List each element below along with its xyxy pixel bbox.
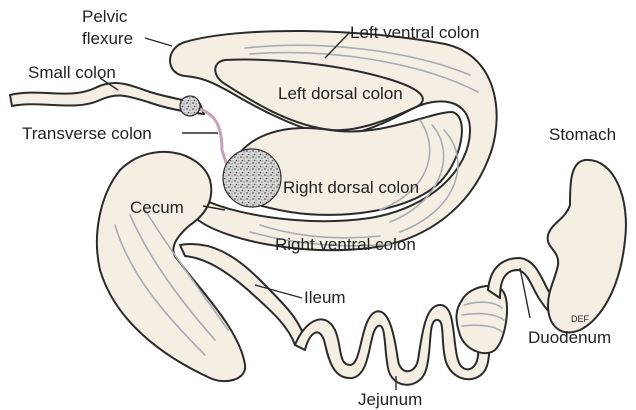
label-ileum: Ileum xyxy=(304,288,346,307)
label-small-colon: Small colon xyxy=(28,63,116,82)
stomach xyxy=(548,160,626,332)
small-fecal-ball xyxy=(180,96,200,116)
label-stomach: Stomach xyxy=(549,125,616,144)
large-fecal-ball xyxy=(223,149,281,207)
label-jejunum: Jejunum xyxy=(358,390,422,409)
label-right-dorsal-colon: Right dorsal colon xyxy=(283,178,419,197)
label-def: DEF xyxy=(571,314,590,324)
label-flexure: flexure xyxy=(82,29,133,48)
label-duodenum: Duodenum xyxy=(528,328,611,347)
small-colon xyxy=(10,83,204,114)
label-right-ventral-colon: Right ventral colon xyxy=(275,235,416,254)
label-pelvic: Pelvic xyxy=(82,7,128,26)
label-left-ventral-colon: Left ventral colon xyxy=(350,23,479,42)
leader-pelvic-flexure xyxy=(145,38,172,46)
label-cecum: Cecum xyxy=(130,198,184,217)
label-left-dorsal-colon: Left dorsal colon xyxy=(278,84,403,103)
label-transverse-colon: Transverse colon xyxy=(22,124,152,143)
